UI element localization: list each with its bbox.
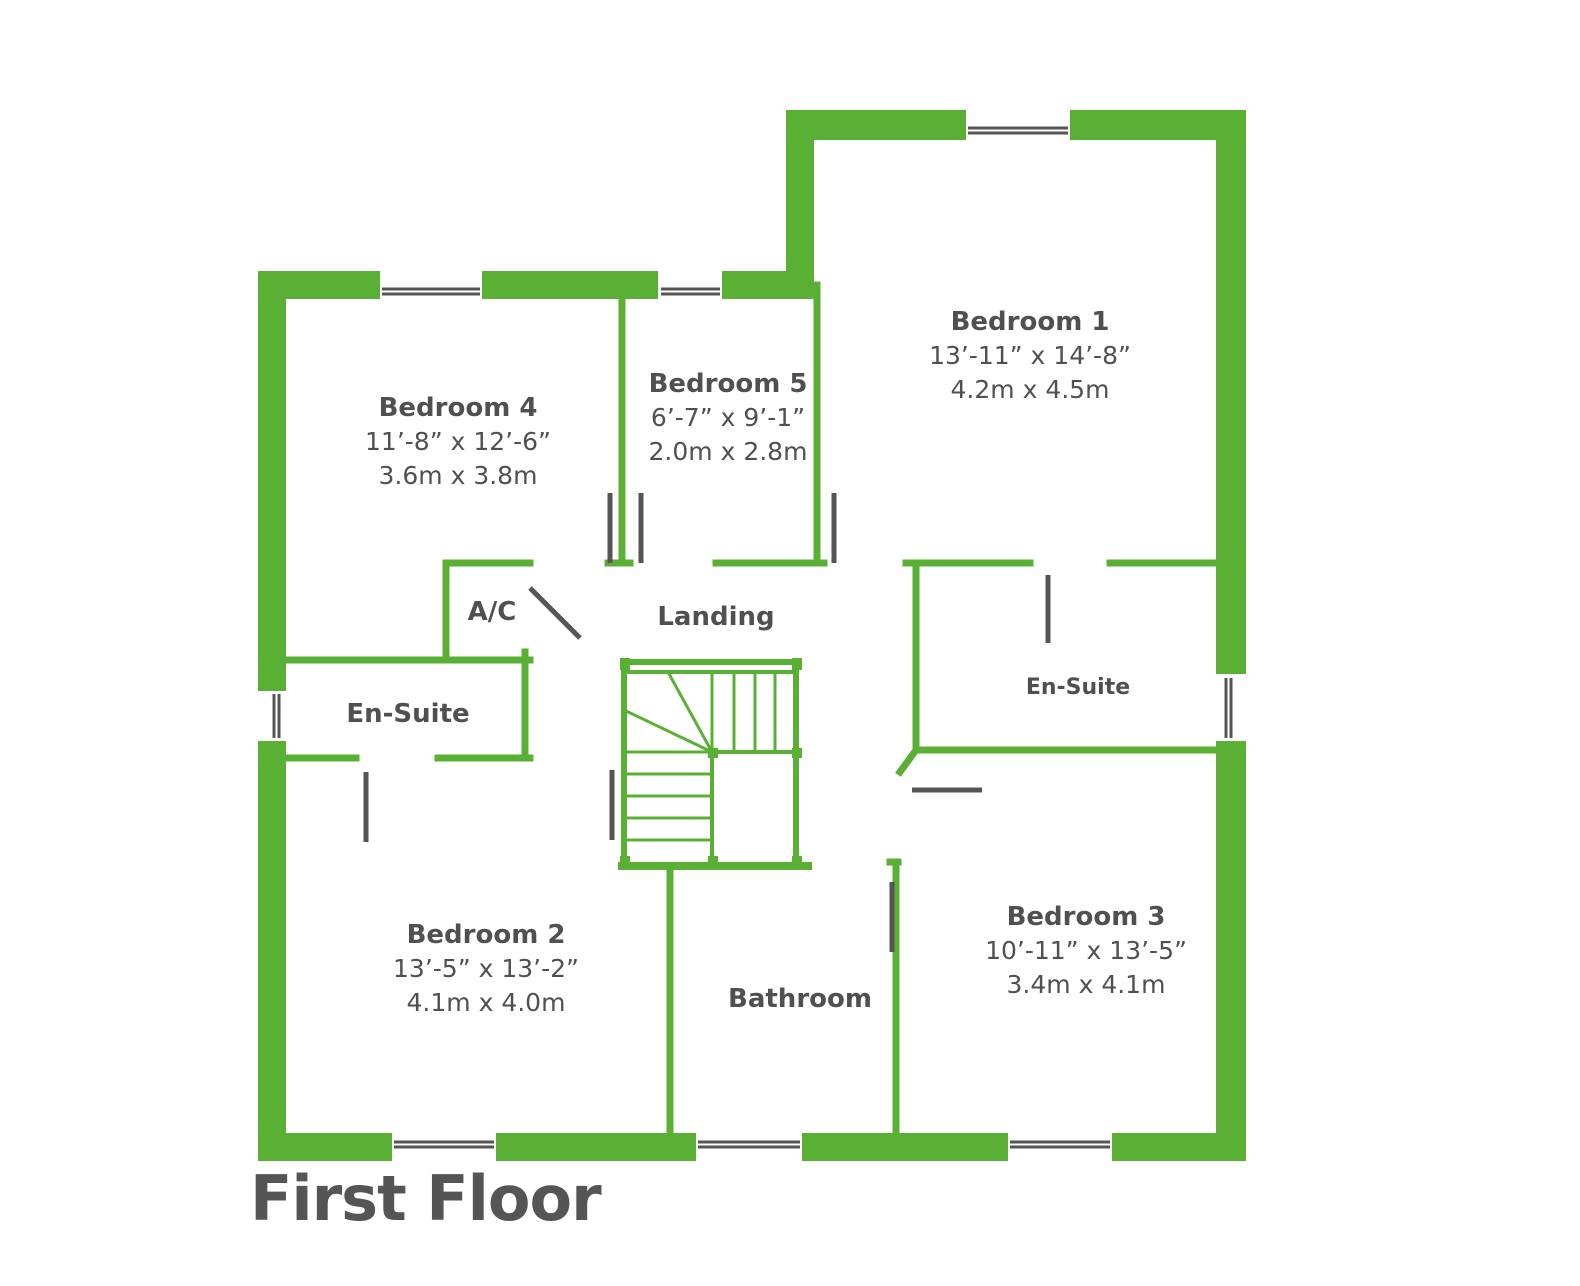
window	[661, 287, 720, 296]
post	[620, 658, 630, 670]
window	[272, 694, 281, 738]
post	[620, 856, 630, 866]
room-name: A/C	[468, 597, 517, 627]
room-dimensions-metric: 2.0m x 2.8m	[649, 437, 808, 466]
wall	[258, 741, 286, 1161]
stair-winders	[623, 671, 714, 754]
room-bedroom-2: Bedroom 2 13’-5” x 13’-2” 4.1m x 4.0m	[393, 920, 579, 1017]
room-dimensions-imperial: 11’-8” x 12’-6”	[365, 427, 551, 456]
window	[968, 126, 1068, 135]
room-dimensions-imperial: 13’-11” x 14’-8”	[929, 341, 1131, 370]
window	[382, 287, 480, 296]
post	[792, 748, 802, 758]
wall	[786, 110, 966, 140]
stair-treads-bottom	[624, 772, 712, 842]
wall	[786, 110, 814, 299]
wall	[895, 745, 921, 777]
room-name: En-Suite	[1026, 675, 1130, 700]
room-en-suite-right: En-Suite	[1026, 675, 1130, 700]
room-labels: Bedroom 4 11’-8” x 12’-6” 3.6m x 3.8m Be…	[346, 307, 1187, 1017]
post	[708, 748, 718, 758]
doors	[363, 493, 1051, 952]
room-bedroom-1: Bedroom 1 13’-11” x 14’-8” 4.2m x 4.5m	[929, 307, 1131, 404]
wall	[802, 1133, 1008, 1161]
room-dimensions-metric: 4.1m x 4.0m	[407, 988, 566, 1017]
floor-title: First Floor	[250, 1162, 602, 1235]
door	[528, 586, 582, 640]
staircase	[618, 659, 812, 870]
room-dimensions-metric: 3.4m x 4.1m	[1007, 970, 1166, 999]
windows	[272, 126, 1233, 1149]
post	[708, 856, 718, 866]
room-name: Landing	[657, 602, 774, 632]
room-bedroom-4: Bedroom 4 11’-8” x 12’-6” 3.6m x 3.8m	[365, 393, 551, 490]
room-name: Bedroom 5	[649, 369, 808, 399]
post	[792, 658, 802, 670]
room-name: En-Suite	[346, 699, 469, 729]
room-bedroom-3: Bedroom 3 10’-11” x 13’-5” 3.4m x 4.1m	[985, 902, 1187, 999]
stair-newel	[710, 750, 796, 866]
room-bathroom: Bathroom	[728, 984, 872, 1014]
room-airing-cupboard: A/C	[468, 597, 517, 627]
window	[394, 1140, 494, 1149]
wall	[1216, 741, 1246, 1161]
room-name: Bathroom	[728, 984, 872, 1014]
room-bedroom-5: Bedroom 5 6’-7” x 9’-1” 2.0m x 2.8m	[649, 369, 808, 466]
window	[698, 1140, 800, 1149]
room-dimensions-metric: 3.6m x 3.8m	[379, 461, 538, 490]
window	[1224, 678, 1233, 738]
room-dimensions-imperial: 6’-7” x 9’-1”	[651, 403, 805, 432]
room-dimensions-imperial: 13’-5” x 13’-2”	[393, 954, 579, 983]
room-en-suite-left: En-Suite	[346, 699, 469, 729]
room-name: Bedroom 3	[1007, 902, 1166, 932]
interior-walls	[282, 281, 1220, 1137]
post	[792, 856, 802, 866]
window	[1010, 1140, 1110, 1149]
wall	[258, 271, 286, 691]
room-name: Bedroom 1	[951, 307, 1110, 337]
room-dimensions-imperial: 10’-11” x 13’-5”	[985, 936, 1187, 965]
wall	[482, 271, 658, 299]
wall	[258, 1133, 392, 1161]
room-name: Bedroom 4	[379, 393, 538, 423]
wall	[1216, 110, 1246, 674]
wall	[496, 1133, 696, 1161]
room-dimensions-metric: 4.2m x 4.5m	[951, 375, 1110, 404]
room-landing: Landing	[657, 602, 774, 632]
stair-posts	[620, 658, 802, 866]
exterior-walls	[258, 110, 1246, 1161]
wall	[1112, 1133, 1246, 1161]
room-name: Bedroom 2	[407, 920, 566, 950]
stair-treads-top	[710, 672, 777, 752]
